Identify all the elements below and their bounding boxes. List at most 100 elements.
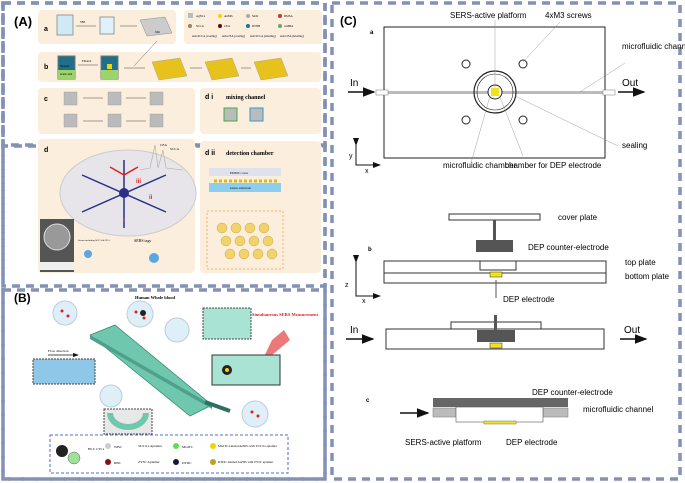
panel_a-step_d-marks-2-text: i bbox=[123, 218, 125, 224]
panel_c-a-channel-text: microfluidic channel bbox=[622, 42, 685, 51]
panel_a-step_d-serum_label-text: Serum including SCCA & CEA bbox=[78, 239, 110, 242]
panel_b-flow-text: Flow direction bbox=[48, 349, 69, 353]
panel_b-legend-rbc-text: RBC bbox=[114, 461, 122, 465]
panel_a-step_dii-title-text: detection chamber bbox=[226, 151, 274, 157]
film-array bbox=[139, 16, 173, 37]
panel_c-b-cover-text: cover plate bbox=[558, 213, 598, 222]
panel_a-legend-9-text: anti-CEA (coating) bbox=[222, 34, 245, 38]
panel_a-legend-4-text: SCCA bbox=[196, 24, 205, 28]
panel_c-a-sealing-text: sealing bbox=[622, 141, 647, 150]
dep-counter-electrode-c bbox=[433, 398, 568, 407]
outlet-tube bbox=[204, 400, 231, 413]
panel_c-b-label-text: b bbox=[368, 247, 372, 253]
panel_a-step_d-label-text: d bbox=[44, 147, 48, 154]
panel_b-measurement-text: Simultaneous SERS Measurement bbox=[252, 312, 318, 317]
panel_a-legend-10-text: anti-SCCA (labeling) bbox=[250, 34, 276, 38]
panel_a-step_d-marks-1-text: ii bbox=[149, 195, 153, 201]
panel_a-legend-11-text: anti-CEA (labeling) bbox=[280, 34, 304, 38]
panel-a-label: (A) bbox=[14, 14, 32, 29]
panel_b-legend-dt_np-text: DTDC-labeled AuNPs with ZY5C aptamer bbox=[218, 460, 274, 464]
panel_c-c-sers-text: SERS-active platform bbox=[405, 438, 482, 447]
panel_c-a-screws-text: 4xM3 screws bbox=[545, 11, 592, 20]
panel-b-frame bbox=[1, 288, 327, 481]
panel_a-step_a-product-text: film bbox=[155, 30, 161, 34]
step-a-label: a bbox=[44, 26, 48, 33]
panel_b-title-text: Human Whole blood bbox=[135, 295, 175, 300]
panel-c-frame bbox=[330, 1, 682, 481]
au-array bbox=[216, 222, 278, 260]
beaker-icon bbox=[99, 16, 115, 35]
panel_a-legend-1-text: AuNPs bbox=[224, 14, 234, 18]
panel_b-legend-mgitc-text: MGITC bbox=[182, 445, 194, 449]
panel_c-c-dep-text: DEP electrode bbox=[506, 438, 558, 447]
panel_a-legend-8-text: anti-SCCA (coating) bbox=[192, 34, 217, 38]
panel_c-c-counter-text: DEP counter-electrode bbox=[532, 388, 613, 397]
panel_a-legend-2-text: SiO2 bbox=[252, 14, 259, 18]
panel_a-step_di-title-text: mixing channel bbox=[226, 95, 266, 101]
panel_a-step_d-marks-0-text: iii bbox=[136, 179, 141, 185]
panel_a-step_b-arrow_label-text: Ethanol bbox=[82, 59, 91, 63]
screw-holes bbox=[461, 59, 528, 125]
panel_b-legend-wbc-text: WBC bbox=[114, 445, 123, 449]
legend-a: AgNCs AuNPs SiO2 DMSA SCCA CEA DTNB 4-MBA anti… bbox=[188, 13, 304, 38]
panel_a-legend-6-text: DTNB bbox=[252, 24, 260, 28]
panel_a-step_a-arrow_label-text: SBS bbox=[80, 20, 86, 24]
cell-bubbles bbox=[52, 300, 269, 428]
panel_a-legend-3-text: DMSA bbox=[284, 14, 294, 18]
panel_a-legend-0-text: AgNCs bbox=[196, 14, 206, 18]
panel_c-b-in-text: In bbox=[350, 325, 358, 336]
panel_c-b-counter-text: DEP counter-electrode bbox=[528, 243, 609, 252]
tags-drop-icon bbox=[149, 253, 159, 263]
panel_c-a-sers-text: SERS-active platform bbox=[450, 11, 527, 20]
panel_c-b-z-text: z bbox=[345, 282, 349, 289]
panel_b-legend-tls-text: TLS11a Aptamer bbox=[138, 444, 163, 448]
legend-b bbox=[49, 434, 289, 474]
panel_a-step_d-peak2-text: SCCA bbox=[170, 147, 180, 151]
panel_c-c-label-text: c bbox=[366, 398, 370, 404]
panel_a-step_b-layer_top-text: Hexanol bbox=[60, 65, 70, 68]
panel_c-a-x-text: x bbox=[365, 168, 369, 175]
flow-inset bbox=[32, 358, 96, 385]
panel_a-step_dii-substrate-text: Glass substrate bbox=[230, 186, 252, 190]
panel_a-step_b-label-text: b bbox=[44, 64, 48, 71]
panel_b-label-text: (B) bbox=[14, 291, 31, 305]
cover-plate bbox=[448, 213, 541, 221]
panel_b-legend-mg_np-text: MGITC-labeled AuNPs with TLS11a aptamer bbox=[218, 444, 278, 448]
panel-c: (C) a SERS-active platform 4xM3 screws m… bbox=[340, 11, 685, 447]
panel_b-legend-dtdc-text: DTDC bbox=[182, 461, 192, 465]
panel_c-c-channel-text: microfluidic channel bbox=[583, 405, 653, 414]
panel_c-b-out-text: Out bbox=[624, 325, 640, 336]
panel_c-a-out-text: Out bbox=[622, 78, 638, 89]
sers-spectrum bbox=[139, 144, 184, 171]
panel_a-legend-7-text: 4-MBA bbox=[284, 24, 294, 28]
panel_c-b-top-text: top plate bbox=[625, 258, 656, 267]
panel_a-step_c-label-text: c bbox=[44, 96, 48, 103]
panel_b-legend-zy-text: ZY5C Aptamer bbox=[138, 460, 161, 464]
serum-drop-icon bbox=[84, 250, 92, 258]
dep-counter-electrode bbox=[476, 240, 513, 252]
cube-icons bbox=[63, 91, 164, 128]
sers-platform bbox=[491, 88, 499, 96]
panel_a-step_b-layer_bottom-text: Acetic acid bbox=[60, 73, 73, 76]
panel_a-step_di-label-text: d i bbox=[205, 94, 213, 101]
panel_c-a-y-text: y bbox=[349, 153, 353, 160]
panel_a-legend-5-text: CEA bbox=[224, 24, 231, 28]
panel_a-step_dii-cover-text: PDMS cover bbox=[230, 171, 249, 175]
panel_b-legend-hcc-text: HCC CTCs bbox=[88, 447, 105, 451]
measurement-inset bbox=[202, 307, 252, 340]
beaker-icon bbox=[56, 14, 74, 36]
panel_a-step_d-peak1-text: CEA bbox=[160, 143, 167, 147]
panel_c-b-bottom-text: bottom plate bbox=[625, 272, 670, 281]
panel_a-step_d-tags_label-text: SERS tags bbox=[134, 238, 151, 243]
panel_c-a-chamber-text: microfluidic chamber bbox=[443, 161, 517, 170]
panel_c-a-in-text: In bbox=[350, 78, 358, 89]
panel_c-b-x-text: x bbox=[362, 298, 366, 305]
panel_c-b-dep-text: DEP electrode bbox=[503, 295, 555, 304]
panel_c-a-dep_chamber-text: chamber for DEP electrode bbox=[505, 161, 602, 170]
panel_a-step_dii-label-text: d ii bbox=[205, 150, 215, 157]
panel-b: (B) Human Whole blood Flow direction Sim… bbox=[14, 291, 318, 474]
